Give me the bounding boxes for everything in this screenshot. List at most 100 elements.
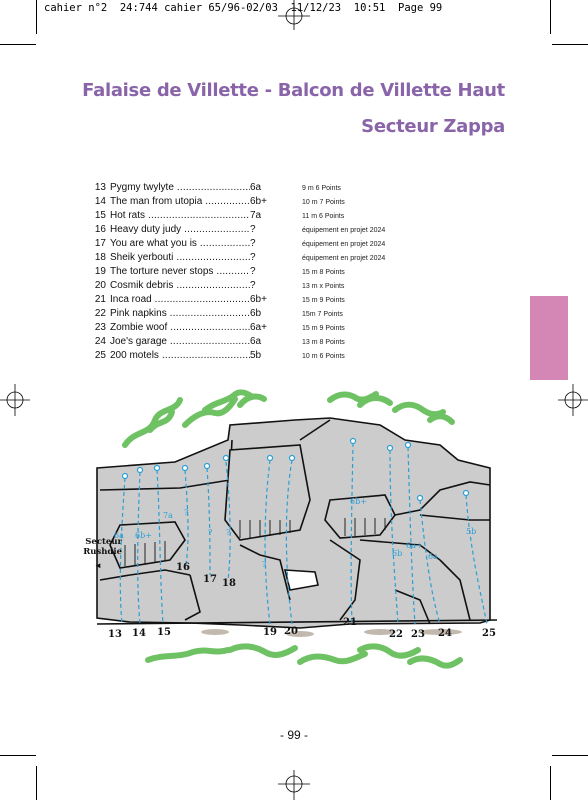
page-number: - 99 - [279, 728, 308, 742]
crop-mark [0, 755, 36, 756]
route-grade: ? [250, 280, 256, 291]
topo-route-number: 15 [157, 627, 171, 638]
route-info: équipement en projet 2024 [302, 227, 386, 234]
route-info: 10 m 6 Points [302, 353, 345, 360]
crop-mark [552, 755, 588, 756]
route-number: 15 [94, 210, 106, 221]
topo-grade-labels: 6a 6b+ 7a ? ? ? ? 6b+ 6b 6a+ 6a 5b [114, 497, 476, 569]
topo-route-number: 14 [132, 628, 146, 639]
route-grade: 7a [250, 210, 262, 221]
ground-line [96, 619, 498, 625]
route-row: 21 Inca road6b+ 15 m 9 Points [80, 294, 345, 308]
route-info: 15 m 9 Points [302, 297, 345, 304]
topo-grade-label: ? [184, 508, 188, 517]
route-row: 18 Sheik yerbouti? équipement en projet 20… [80, 252, 385, 266]
route-info: 13 m 8 Points [302, 339, 345, 346]
topo-grade-label: 5b [466, 527, 476, 536]
route-info: 13 m x Points [302, 283, 345, 290]
route-number: 25 [94, 350, 106, 361]
route-number: 21 [94, 294, 106, 305]
route-anchors [121, 437, 470, 502]
page-title: Falaise de Villette - Balcon de Villette… [82, 80, 505, 101]
route-number: 13 [94, 182, 106, 193]
crop-mark [36, 0, 37, 34]
topo-grade-label: 7a [163, 511, 173, 520]
topo-grade-label: ? [226, 528, 230, 537]
route-name: Cosmik debris [110, 280, 250, 291]
crop-mark [36, 766, 37, 800]
overhang-hatching [124, 518, 386, 566]
topo-grade-label: 6b+ [135, 531, 152, 540]
route-name: Zombie woof [110, 322, 250, 333]
route-row: 17 You are what you is? équipement en proj… [80, 238, 385, 252]
route-info: équipement en projet 2024 [302, 241, 386, 248]
route-name: You are what you is [110, 238, 250, 249]
topo-route-number: 20 [284, 626, 298, 637]
route-info: 15 m 8 Points [302, 269, 345, 276]
route-name: Hot rats [110, 210, 250, 221]
registration-mark-top [278, 0, 310, 30]
route-grade: 6b+ [250, 294, 267, 305]
route-grade: ? [250, 252, 256, 263]
route-grade: 5b [250, 350, 262, 361]
crop-mark [550, 766, 551, 800]
topo-route-number: 21 [343, 617, 357, 628]
rock-features [99, 419, 491, 625]
topo-grade-label: 6a [428, 552, 438, 561]
route-grade: ? [250, 238, 256, 249]
topo-grade-label: 6b [392, 549, 402, 558]
route-info: 15 m 9 Points [302, 325, 345, 332]
route-grade: ? [250, 266, 256, 277]
route-row: 24 Joe's garage6a 13 m 8 Points [80, 336, 345, 350]
route-name: Inca road [110, 294, 250, 305]
route-info: 11 m 6 Points [302, 213, 345, 220]
topo-grade-label: 6a+ [406, 541, 423, 550]
route-name: The man from utopia [110, 196, 250, 207]
route-grade: 6b [250, 308, 262, 319]
topo-route-number: 23 [411, 629, 425, 640]
route-info: équipement en projet 2024 [302, 255, 386, 262]
route-grade: 6a [250, 336, 262, 347]
route-name: The torture never stops [110, 266, 250, 277]
vegetation-top [122, 389, 455, 448]
route-info: 15m 7 Points [302, 311, 343, 318]
crop-mark [550, 0, 551, 34]
route-row: 15 Hot rats7a 11 m 6 Points [80, 210, 344, 224]
chapter-tab-marker [530, 296, 568, 380]
arrow-left-icon: ◄ [94, 561, 102, 570]
route-number: 24 [94, 336, 106, 347]
topo-route-number: 22 [389, 629, 403, 640]
topo-route-number: 13 [108, 629, 122, 640]
crop-mark [0, 44, 36, 45]
topo-route-numbers: 13 14 15 16 17 18 19 20 21 22 23 24 25 [108, 562, 496, 640]
route-number: 18 [94, 252, 106, 263]
route-row: 25 200 motels5b 10 m 6 Points [80, 350, 345, 364]
route-info: 9 m 6 Points [302, 185, 341, 192]
topo-grade-label: 6b+ [350, 497, 367, 506]
route-grade: 6b+ [250, 196, 267, 207]
topo-grade-label: ? [208, 528, 212, 537]
ground-rubble [201, 629, 462, 637]
registration-mark-right [558, 384, 588, 416]
route-name: Sheik yerbouti [110, 252, 250, 263]
topo-route-number: 17 [203, 574, 217, 585]
route-row: 14 The man from utopia6b+ 10 m 7 Points [80, 196, 345, 210]
route-name: Joe's garage [110, 336, 250, 347]
topo-grade-label: ? [262, 560, 266, 569]
print-slug-header: cahier n°2 24:744 cahier 65/96-02/03 11/… [44, 2, 443, 14]
route-info: 10 m 7 Points [302, 199, 345, 206]
route-name: Heavy duty judy [110, 224, 250, 235]
topo-route-number: 24 [438, 628, 452, 639]
route-number: 17 [94, 238, 106, 249]
route-name: Pygmy twylyte [110, 182, 250, 193]
topo-grade-label: 6a [114, 531, 124, 540]
route-number: 20 [94, 280, 106, 291]
route-number: 14 [94, 196, 106, 207]
sector-title: Secteur Zappa [361, 116, 505, 137]
route-name: 200 motels [110, 350, 250, 361]
